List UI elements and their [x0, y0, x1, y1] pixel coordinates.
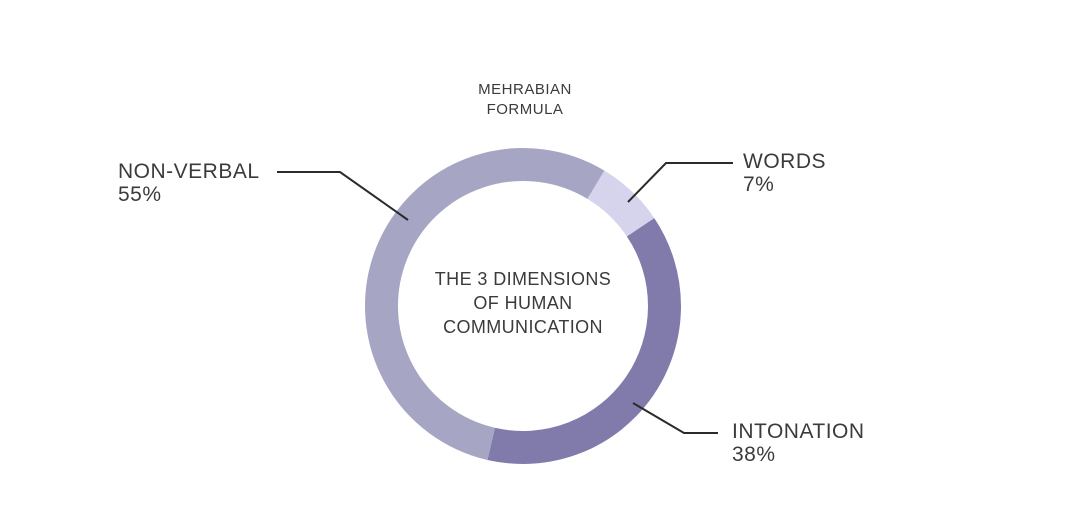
- callout-non-verbal-pct: 55%: [118, 183, 162, 206]
- donut-segment-intonation: [487, 218, 681, 464]
- callout-intonation-label: INTONATION: [732, 420, 865, 443]
- center-label-line-2: OF HUMAN: [473, 293, 573, 313]
- donut-segments: [365, 148, 681, 464]
- donut-segment-non-verbal: [365, 148, 605, 460]
- callout-non-verbal-label: NON-VERBAL: [118, 160, 260, 183]
- chart-title-line-1: MEHRABIAN: [478, 81, 572, 98]
- leader-line-non-verbal: [277, 171, 409, 221]
- chart-title-line-2: FORMULA: [486, 101, 564, 118]
- donut-center-label: THE 3 DIMENSIONS OF HUMAN COMMUNICATION: [373, 267, 673, 339]
- chart-title: MEHRABIAN FORMULA: [375, 80, 675, 120]
- center-label-line-3: COMMUNICATION: [443, 317, 603, 337]
- callout-intonation-pct: 38%: [732, 443, 776, 466]
- donut-segment-words: [586, 170, 655, 237]
- callout-non-verbal: NON-VERBAL 55%: [118, 160, 260, 206]
- leader-line-words: [627, 162, 733, 203]
- callout-words-label: WORDS: [743, 150, 826, 173]
- center-label-line-1: THE 3 DIMENSIONS: [434, 269, 612, 289]
- callout-words-pct: 7%: [743, 173, 775, 196]
- leader-line-intonation: [632, 402, 718, 434]
- callout-intonation: INTONATION 38%: [732, 420, 865, 466]
- callout-words: WORDS 7%: [743, 150, 826, 196]
